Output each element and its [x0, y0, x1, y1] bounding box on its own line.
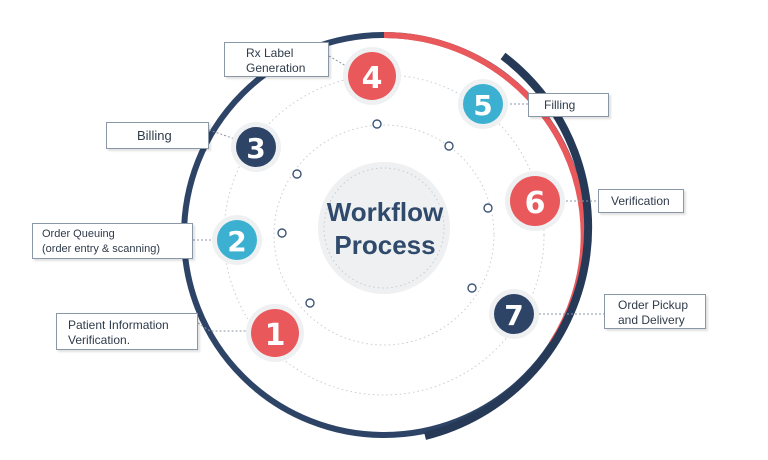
ring-dot [483, 203, 493, 213]
callout-step-2: Order Queuing (order entry & scanning) [32, 223, 193, 259]
center-title-line-2: Process [334, 230, 436, 260]
center-title-line-1: Workflow [326, 197, 444, 227]
callout-step-2-line-1: Order Queuing [42, 228, 115, 240]
step-5-circle [463, 84, 503, 124]
callout-step-1: Patient Information Verification. [56, 313, 198, 350]
callout-step-7: Order Pickup and Delivery [604, 294, 706, 329]
step-2-circle [217, 220, 257, 260]
callout-step-3: Billing [106, 122, 209, 149]
ring-dot [444, 141, 454, 151]
callout-step-1-line-2: Verification. [68, 333, 131, 347]
ring-dot [277, 228, 287, 238]
callout-step-2-line-2: (order entry & scanning) [42, 243, 160, 255]
step-5: 5 [458, 79, 508, 129]
inner-dotted-ring [273, 124, 495, 346]
step-1: 1 [246, 304, 304, 362]
ring-dot [372, 119, 382, 129]
step-6: 6 [505, 171, 565, 231]
middle-dotted-ring [223, 74, 545, 396]
step-7: 7 [489, 289, 539, 339]
step-3: 3 [231, 122, 281, 172]
callout-step-6: Verification [598, 189, 684, 213]
callout-step-1-line-1: Patient Information [68, 318, 169, 332]
center-title: Workflow Process [300, 196, 470, 262]
callout-step-5: Filling [528, 93, 609, 117]
connector-3 [208, 129, 236, 140]
ring-dot [467, 283, 477, 293]
step-3-number: 3 [246, 132, 265, 165]
callout-step-4-line-2: Generation [246, 61, 306, 75]
step-2-number: 2 [227, 225, 246, 258]
callout-step-7-line-1: Order Pickup [618, 298, 689, 312]
ring-dot [305, 298, 315, 308]
step-3-circle [236, 127, 276, 167]
step-7-circle [494, 294, 534, 334]
callout-step-5-line-1: Filling [544, 98, 576, 112]
callout-step-3-line-1: Billing [137, 128, 172, 143]
step-4-circle [348, 52, 396, 100]
connector-1 [197, 322, 250, 332]
callout-step-4-line-1: Rx Label [246, 46, 294, 60]
callout-step-6-line-1: Verification [611, 194, 670, 208]
step-1-number: 1 [265, 318, 286, 353]
center-disc [318, 162, 450, 294]
center-disc-dotted-edge [323, 167, 445, 289]
callout-step-7-line-2: and Delivery [618, 313, 685, 327]
step-6-circle [510, 176, 560, 226]
step-1-circle [251, 309, 299, 357]
step-4: 4 [343, 47, 401, 105]
connector-4 [328, 55, 347, 67]
step-4-number: 4 [362, 61, 383, 96]
ring-dots [277, 119, 493, 308]
step-7-number: 7 [504, 299, 523, 332]
step-6-number: 6 [525, 186, 546, 221]
step-5-number: 5 [473, 89, 492, 122]
ring-dot [292, 169, 302, 179]
step-2: 2 [212, 215, 262, 265]
callout-step-4: Rx Label Generation [224, 42, 329, 77]
